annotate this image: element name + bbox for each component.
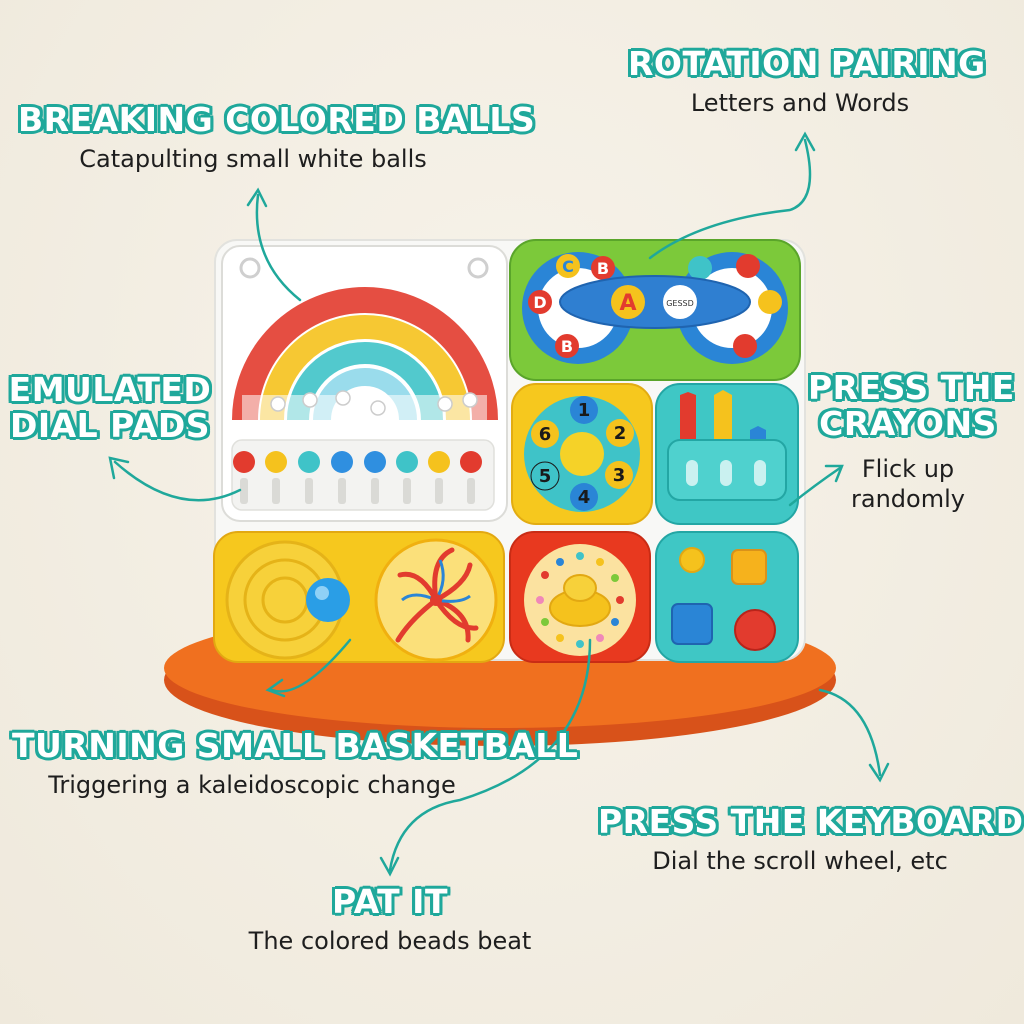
dial-number: 2 [614,423,627,444]
callout-arrows [108,131,890,877]
dial-number: 5 [539,466,552,487]
rotation-center-letter: A [619,291,636,316]
rotation-panel[interactable]: C B D B A GESSD [509,239,801,381]
callout-basketball: Turning small basketball Triggering a ka… [12,726,579,800]
dial-pad-panel[interactable]: 1 2 3 4 5 6 [511,383,653,525]
dial-number: 3 [613,465,626,486]
callout-title-line2: dial pads [9,406,211,445]
callout-subtitle: Dial the scroll wheel, etc [652,847,948,875]
callout-title-line1: Emulated [8,370,212,409]
callout-subtitle: Catapulting small white balls [79,145,427,173]
callout-title: Breaking colored balls [18,100,536,139]
arrow-basketball [270,638,352,693]
callout-rotation-pairing: Rotation pairing Letters and Words [628,44,986,118]
callout-keyboard: Press the keyboard Dial the scroll wheel… [598,802,1024,876]
rotation-letter: C [562,257,574,276]
rotation-letter: B [597,259,609,278]
dial-number: 6 [539,424,552,445]
callout-crayons: Press the crayons Flick up randomly [808,368,1015,514]
arrow-keyboard [818,688,882,777]
callout-subtitle: Letters and Words [690,89,910,117]
dial-number: 1 [578,400,591,421]
arrow-pat [388,638,592,872]
beads-panel[interactable] [509,531,651,663]
callout-subtitle-line2: randomly [851,485,965,513]
callout-dial-pads: Emulated dial pads [8,372,212,444]
callout-title: Press the keyboard [598,802,1024,841]
keyboard-panel[interactable] [655,531,799,663]
callout-title-line1: Press the [808,368,1015,407]
crayons-panel[interactable] [655,383,799,525]
arrow-dial [113,460,242,502]
callout-title: Turning small basketball [12,726,579,765]
arrow-rotation [648,138,812,260]
dial-number: 4 [578,487,591,508]
callout-subtitle-line1: Flick up [861,455,955,483]
callout-title-line2: crayons [819,404,997,443]
rotation-letter: B [561,337,573,356]
arrow-balls [255,193,302,302]
rainbow-panel[interactable] [221,245,508,522]
callout-subtitle: The colored beads beat [248,927,532,955]
rotation-letter: D [533,293,546,312]
rotation-word-label: GESSD [666,299,694,308]
arrow-crayons [788,466,842,507]
basketball-panel[interactable] [213,531,505,663]
callout-subtitle: Triggering a kaleidoscopic change [48,771,456,799]
callout-title: Pat it [332,882,448,921]
callout-breaking-balls: Breaking colored balls Catapulting small… [18,100,536,174]
callout-title: Rotation pairing [628,44,986,83]
callout-pat-it: Pat it The colored beads beat [230,884,550,956]
